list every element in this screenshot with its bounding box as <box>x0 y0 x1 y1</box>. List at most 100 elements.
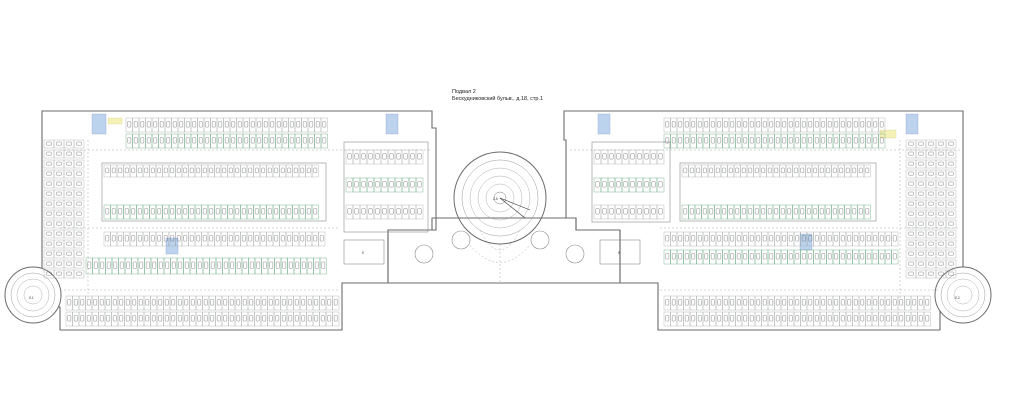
car-symbol <box>417 181 422 188</box>
car-symbol <box>866 137 871 144</box>
parking-stall <box>286 311 294 327</box>
car-symbol <box>184 261 189 269</box>
parking-stall <box>701 164 709 178</box>
car-symbol <box>671 137 676 144</box>
parking-stall <box>253 231 261 247</box>
parking-stall <box>787 231 795 247</box>
parking-stall <box>837 204 845 220</box>
parking-stall <box>935 149 947 159</box>
car-symbol <box>73 299 78 306</box>
car-symbol <box>801 253 806 260</box>
car-symbol <box>166 121 171 128</box>
car-symbol <box>293 235 298 242</box>
car-symbol <box>948 231 954 236</box>
car-symbol <box>138 299 143 306</box>
car-symbol <box>918 181 924 186</box>
car-symbol <box>248 235 253 242</box>
parking-stall <box>831 204 839 220</box>
car-symbol <box>56 221 62 226</box>
parking-stall <box>73 189 85 199</box>
car-symbol <box>892 253 897 260</box>
parking-stall <box>208 311 216 327</box>
parking-stall <box>824 164 832 178</box>
car-symbol <box>808 299 813 306</box>
parking-stall <box>319 311 327 327</box>
parking-stall <box>394 149 403 165</box>
parking-stall <box>234 311 242 327</box>
car-symbol <box>322 137 327 144</box>
car-symbol <box>165 261 170 269</box>
car-symbol <box>616 153 621 160</box>
car-symbol <box>912 315 917 322</box>
parking-stall <box>201 204 209 220</box>
parking-stall <box>73 239 85 249</box>
parking-stall <box>772 164 780 178</box>
parking-stall <box>670 133 678 149</box>
car-symbol <box>333 315 338 322</box>
car-symbol <box>938 261 944 266</box>
car-symbol <box>853 137 858 144</box>
parking-stall <box>793 231 801 247</box>
car-symbol <box>237 121 242 128</box>
parking-stall <box>709 249 717 265</box>
car-symbol <box>133 121 138 128</box>
parking-stall <box>767 133 775 149</box>
parking-stall <box>798 204 806 220</box>
parking-stall <box>116 231 124 247</box>
parking-stall <box>129 164 137 178</box>
parking-stall <box>215 311 223 327</box>
car-symbol <box>918 211 924 216</box>
car-symbol <box>275 261 280 269</box>
car-symbol <box>684 299 689 306</box>
parking-stall <box>236 117 244 133</box>
parking-stall <box>806 249 814 265</box>
car-symbol <box>609 181 614 188</box>
car-symbol <box>918 161 924 166</box>
car-symbol <box>140 121 145 128</box>
parking-stall <box>285 231 293 247</box>
parking-stall <box>891 231 899 247</box>
parking-stall <box>43 209 55 219</box>
parking-stall <box>207 204 215 220</box>
car-symbol <box>710 253 715 260</box>
parking-stall <box>728 311 736 327</box>
car-symbol <box>814 137 819 144</box>
parking-stall <box>871 117 879 133</box>
parking-stall <box>227 204 235 220</box>
parking-stall <box>905 139 917 149</box>
car-symbol <box>602 181 607 188</box>
car-symbol <box>250 137 255 144</box>
car-symbol <box>56 261 62 266</box>
parking-stall <box>649 204 658 220</box>
car-symbol <box>268 315 273 322</box>
parking-stall <box>696 295 704 311</box>
car-symbol <box>814 121 819 128</box>
parking-stall <box>761 133 769 149</box>
parking-stall <box>780 231 788 247</box>
car-symbol <box>834 299 839 306</box>
parking-stall <box>275 117 283 133</box>
car-symbol <box>762 235 767 242</box>
car-symbol <box>274 235 279 242</box>
center-connector-outline <box>387 217 621 284</box>
parking-stall <box>735 117 743 133</box>
parking-stall <box>774 231 782 247</box>
car-symbol <box>800 167 805 173</box>
parking-stall <box>63 239 75 249</box>
parking-stall <box>779 164 787 178</box>
car-symbol <box>602 153 607 160</box>
right-round-label: б-2 <box>955 296 960 300</box>
parking-stall <box>663 295 671 311</box>
parking-stall <box>935 219 947 229</box>
car-symbol <box>839 167 844 173</box>
parking-stall <box>689 117 697 133</box>
car-symbol <box>205 137 210 144</box>
parking-stall <box>105 257 113 275</box>
parking-stall <box>207 164 215 178</box>
car-symbol <box>191 261 196 269</box>
parking-stall <box>793 249 801 265</box>
parking-stall <box>201 164 209 178</box>
car-symbol <box>756 299 761 306</box>
car-symbol <box>301 299 306 306</box>
car-symbol <box>66 231 72 236</box>
